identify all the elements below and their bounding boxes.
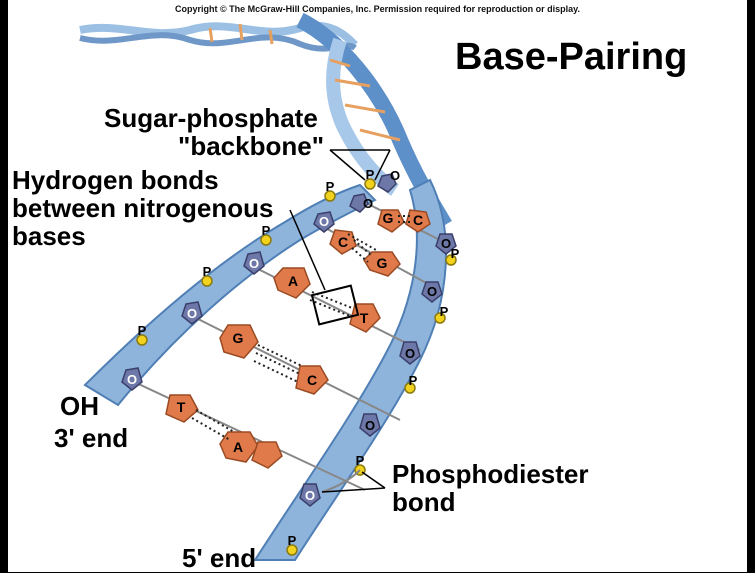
base-letter: C (413, 212, 423, 228)
base-letter: T (177, 399, 186, 415)
phosphate-symbol: P (366, 167, 375, 182)
phosphodiester-label-line1: Phosphodiester (392, 460, 588, 488)
phosphate-symbol: P (356, 453, 365, 468)
sugar-phosphate-label-line1: Sugar-phosphate (104, 104, 324, 132)
phosphate-symbol: P (326, 179, 335, 194)
sugar-symbol: O (363, 196, 373, 211)
phosphate-symbol: P (288, 533, 297, 548)
oh-label: OH (60, 392, 99, 420)
sugar-symbol: O (305, 488, 315, 503)
sugar-symbol: O (441, 236, 451, 251)
phosphate-symbol: P (203, 264, 212, 279)
base-letter: C (307, 372, 317, 388)
sugar-symbol: O (319, 214, 329, 229)
base-letter: G (383, 210, 394, 226)
base-letter: C (338, 234, 348, 250)
diagram-title: Base-Pairing (455, 36, 687, 79)
phosphodiester-label: Phosphodiester bond (392, 460, 588, 516)
base-letter: G (377, 255, 388, 271)
hydrogen-bonds-label-line1: Hydrogen bonds (12, 166, 273, 194)
sugar-symbol: O (365, 418, 375, 433)
sugar-symbol: O (127, 372, 137, 387)
sugar-symbol: O (187, 306, 197, 321)
base-letter: A (288, 273, 298, 289)
sugar-symbol: O (427, 284, 437, 299)
sugar-symbol: O (390, 168, 400, 183)
sugar-phosphate-label: Sugar-phosphate "backbone" (104, 104, 324, 160)
copyright-notice: Copyright © The McGraw-Hill Companies, I… (0, 4, 755, 14)
sugar-symbol: O (405, 346, 415, 361)
phosphate-symbol: P (440, 304, 449, 319)
phosphate-symbol: P (409, 373, 418, 388)
base-letter: A (233, 439, 243, 455)
base-letter: G (233, 330, 244, 346)
five-prime-end-label: 5' end (182, 544, 256, 572)
phosphodiester-label-line2: bond (392, 488, 588, 516)
base-letter: T (360, 310, 369, 326)
sugar-phosphate-label-line2: "backbone" (104, 132, 324, 160)
hydrogen-bonds-label-line2: between nitrogenous (12, 194, 273, 222)
hydrogen-bonds-label-line3: bases (12, 222, 273, 250)
phosphate-symbol: P (451, 246, 460, 261)
hydrogen-bonds-label: Hydrogen bonds between nitrogenous bases (12, 166, 273, 250)
sugar-symbol: O (249, 256, 259, 271)
three-prime-end-label: 3' end (54, 424, 128, 452)
phosphate-symbol: P (138, 323, 147, 338)
